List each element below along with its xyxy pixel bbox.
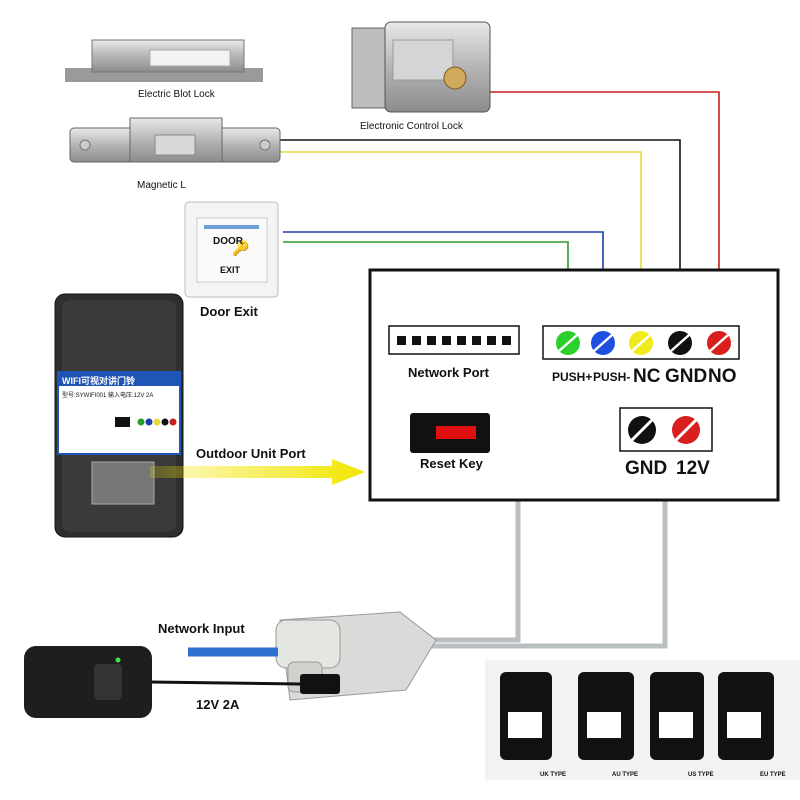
power-label-12v: 12V	[676, 458, 710, 479]
terminal-push-minus	[591, 331, 615, 355]
black-wire	[280, 139, 681, 330]
plug-us-image	[650, 672, 704, 760]
door-exit-button-top-text: DOOR	[213, 236, 243, 247]
outdoor-unit-label-line2: 型号:SYWIFI001 输入电压:12V 2A	[62, 393, 154, 399]
plug-uk-image	[500, 672, 552, 760]
power-input-label: 12V 2A	[196, 697, 240, 712]
power-cable	[430, 475, 668, 649]
electronic-control-lock-label: Electronic Control Lock	[360, 121, 463, 132]
door-exit-button-bottom-text: EXIT	[220, 265, 241, 275]
plug-au-label: AU TYPE	[612, 772, 639, 778]
terminal-gnd	[668, 331, 692, 355]
network-port	[388, 325, 520, 355]
outdoor-port-arrow	[150, 459, 365, 485]
electronic-control-lock-image	[351, 21, 491, 113]
red-wire	[490, 91, 720, 330]
magnetic-lock-image	[69, 117, 281, 163]
plug-uk-label: UK TYPE	[540, 772, 567, 778]
terminal-panel	[368, 268, 780, 502]
terminal-no	[707, 331, 731, 355]
network-port-label: Network Port	[408, 365, 489, 380]
terminal-label-push-minus: PUSH-	[593, 370, 631, 384]
electric-bolt-lock-image	[65, 39, 263, 82]
terminal-block	[542, 325, 740, 360]
power-input-cable	[149, 680, 301, 686]
svg-text:🔑: 🔑	[232, 239, 250, 257]
power-adapter	[24, 646, 152, 718]
plug-eu-image	[718, 672, 774, 760]
power-terminal-gnd	[628, 416, 656, 444]
outdoor-unit-image	[54, 293, 184, 538]
terminal-label-no: NO	[708, 366, 737, 387]
plug-us-label: US TYPE	[688, 772, 714, 778]
plug-eu-label: EU TYPE	[760, 772, 786, 778]
network-input-label: Network Input	[158, 621, 245, 636]
terminal-nc	[629, 331, 653, 355]
terminal-push-plus	[556, 331, 580, 355]
terminal-label-push-plus: PUSH+	[552, 370, 593, 384]
reset-key	[410, 413, 490, 453]
outdoor-unit-label-title: WIFI可视对讲门铃	[62, 376, 135, 386]
power-label-gnd: GND	[625, 458, 668, 479]
power-terminal-12v	[672, 416, 700, 444]
plug-au-image	[578, 672, 634, 760]
terminal-label-nc: NC	[633, 366, 661, 387]
door-exit-label: Door Exit	[200, 304, 258, 319]
magnetic-lock-label: Magnetic L	[137, 180, 186, 191]
outdoor-unit-port-label: Outdoor Unit Port	[196, 446, 306, 461]
electric-bolt-lock-label: Electric Blot Lock	[138, 89, 215, 100]
power-terminal-block	[619, 407, 713, 452]
reset-key-label: Reset Key	[420, 456, 483, 471]
door-exit-image: 🔑	[184, 201, 279, 298]
terminal-label-gnd: GND	[665, 366, 708, 387]
